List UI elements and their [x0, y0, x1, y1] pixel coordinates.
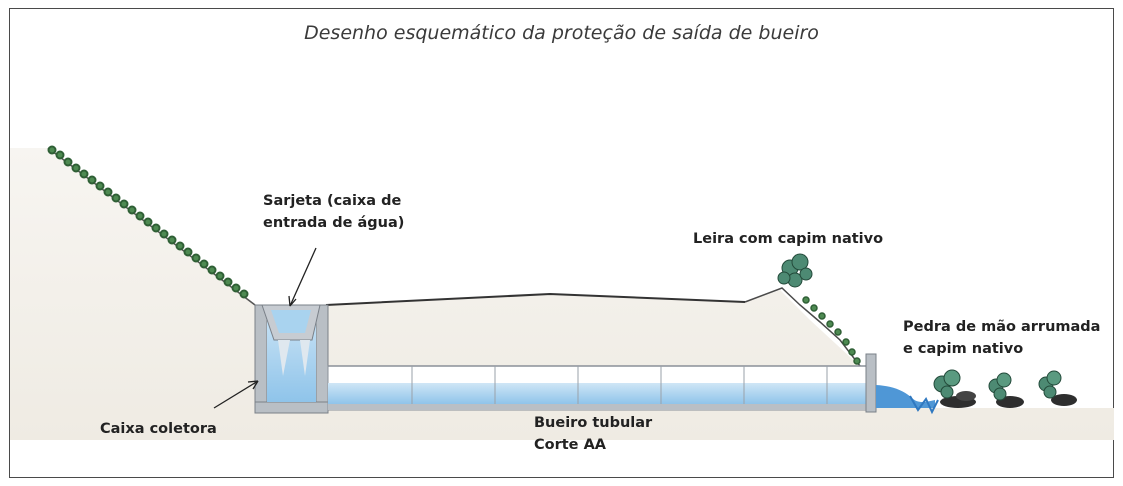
outlet-headwall	[865, 353, 877, 413]
label-sarjeta-line1: Sarjeta (caixa de	[263, 193, 402, 209]
label-pedra-line2: e capim nativo	[903, 341, 1024, 357]
arrow-sarjeta	[288, 247, 317, 307]
gutter-inlet	[261, 304, 321, 376]
leira-grass	[802, 296, 861, 365]
label-sarjeta-line2: entrada de água)	[263, 215, 405, 231]
stone-grass-3	[1038, 370, 1077, 406]
label-bueiro-line1: Bueiro tubular	[534, 415, 653, 431]
label-bueiro-line2: Corte AA	[534, 437, 607, 453]
label-caixa: Caixa coletora	[100, 421, 217, 437]
label-pedra-line1: Pedra de mão arrumada	[903, 319, 1101, 335]
stone-grass-1	[933, 369, 976, 408]
culvert-pipe	[327, 365, 869, 411]
label-leira: Leira com capim nativo	[693, 231, 884, 247]
outlet-splash	[909, 395, 939, 415]
diagram-title: Desenho esquemático da proteção de saída…	[304, 22, 819, 44]
arrow-caixa	[213, 380, 259, 409]
stone-grass-2	[988, 372, 1024, 408]
label-bueiro: Bueiro tubular Corte AA	[534, 412, 652, 456]
label-sarjeta: Sarjeta (caixa de entrada de água)	[263, 190, 404, 234]
outlet-water	[876, 385, 935, 408]
slope-grass	[47, 145, 249, 299]
road-surface-line	[325, 292, 746, 306]
label-pedra: Pedra de mão arrumada e capim nativo	[903, 316, 1100, 360]
leira-shrub	[777, 253, 813, 288]
